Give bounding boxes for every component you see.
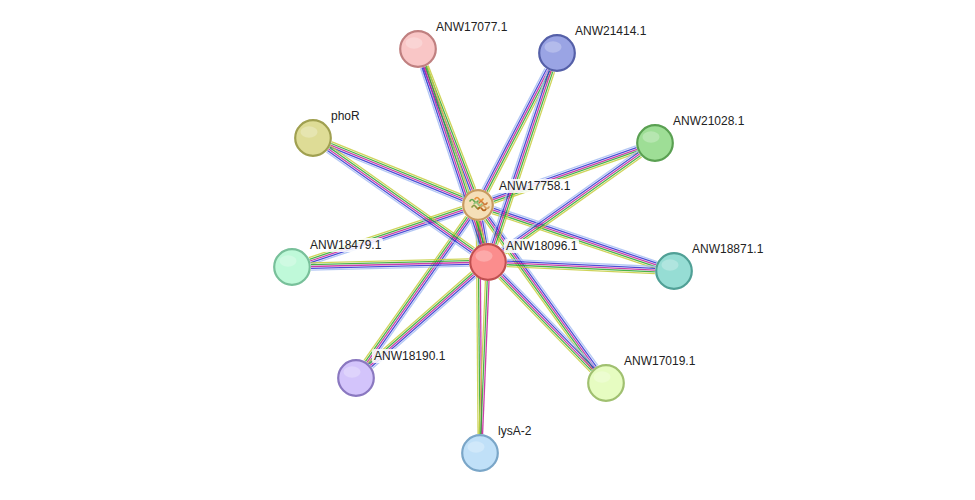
node-circle bbox=[337, 359, 375, 397]
node-circle bbox=[469, 243, 507, 281]
node-circle bbox=[273, 248, 311, 286]
evidence-line bbox=[492, 214, 655, 269]
evidence-line bbox=[489, 72, 552, 193]
node-label: ANW21414.1 bbox=[573, 24, 648, 38]
evidence-line bbox=[502, 153, 638, 250]
interaction-edge bbox=[479, 281, 489, 434]
interaction-edge bbox=[311, 259, 469, 270]
protein-node: ANW18190.1 bbox=[337, 359, 375, 397]
node-circle bbox=[399, 30, 437, 68]
node-label: ANW17019.1 bbox=[622, 354, 697, 368]
evidence-line bbox=[503, 274, 594, 368]
evidence-line bbox=[479, 281, 485, 434]
protein-node: ANW18871.1 bbox=[655, 252, 693, 290]
evidence-line bbox=[500, 277, 591, 371]
evidence-line bbox=[490, 216, 598, 366]
evidence-line bbox=[507, 267, 655, 274]
evidence-line bbox=[329, 149, 473, 251]
node-label: ANW18479.1 bbox=[308, 238, 383, 252]
protein-node: ANW17019.1 bbox=[587, 364, 625, 402]
evidence-line bbox=[499, 278, 590, 372]
evidence-line bbox=[330, 148, 474, 250]
node-circle bbox=[538, 34, 576, 72]
evidence-line bbox=[486, 219, 594, 369]
evidence-line bbox=[332, 142, 465, 196]
evidence-line bbox=[487, 218, 595, 368]
evidence-line bbox=[369, 273, 472, 364]
node-label: ANW17077.1 bbox=[434, 20, 509, 34]
interaction-edge bbox=[484, 216, 597, 370]
protein-node: phoR bbox=[294, 119, 332, 157]
evidence-line bbox=[331, 146, 475, 248]
evidence-line bbox=[492, 146, 636, 196]
interaction-edge bbox=[499, 273, 596, 372]
evidence-line bbox=[491, 70, 548, 243]
evidence-line bbox=[507, 263, 655, 270]
node-circle bbox=[587, 364, 625, 402]
interaction-edge bbox=[501, 151, 641, 254]
evidence-line bbox=[487, 71, 550, 192]
protein-node: ANW17077.1 bbox=[399, 30, 437, 68]
evidence-line bbox=[494, 207, 657, 262]
node-label: ANW17758.1 bbox=[497, 179, 572, 193]
node-circle bbox=[461, 434, 499, 472]
node-label: ANW18190.1 bbox=[372, 349, 447, 363]
evidence-line bbox=[371, 276, 474, 367]
protein-node: ANW17758.1 bbox=[462, 189, 494, 221]
node-circle bbox=[294, 119, 332, 157]
evidence-line bbox=[507, 265, 655, 272]
protein-node: ANW18096.1 bbox=[469, 243, 507, 281]
evidence-line bbox=[501, 151, 637, 248]
evidence-line bbox=[494, 151, 638, 201]
evidence-line bbox=[331, 143, 464, 197]
node-label: phoR bbox=[329, 109, 362, 123]
evidence-line bbox=[373, 277, 476, 368]
evidence-line bbox=[503, 154, 639, 251]
evidence-line bbox=[311, 259, 469, 263]
node-circle bbox=[655, 252, 693, 290]
protein-node: ANW21028.1 bbox=[636, 124, 674, 162]
node-label: ANW21028.1 bbox=[671, 114, 746, 128]
evidence-line bbox=[489, 217, 597, 367]
node-circle bbox=[636, 124, 674, 162]
evidence-line bbox=[368, 272, 471, 363]
node-label: ANW18871.1 bbox=[690, 242, 765, 256]
evidence-line bbox=[501, 276, 592, 370]
node-label: ANW18096.1 bbox=[504, 239, 579, 253]
evidence-line bbox=[370, 275, 473, 366]
protein-node: ANW21414.1 bbox=[538, 34, 576, 72]
evidence-line bbox=[428, 65, 475, 188]
interaction-edge bbox=[368, 272, 476, 368]
evidence-line bbox=[485, 70, 548, 191]
evidence-line bbox=[496, 72, 553, 245]
evidence-line bbox=[492, 70, 549, 243]
protein-node: lysA-2 bbox=[461, 434, 499, 472]
node-label: lysA-2 bbox=[496, 424, 533, 438]
evidence-line bbox=[504, 273, 595, 367]
interaction-edge bbox=[507, 259, 655, 273]
evidence-line bbox=[331, 145, 464, 199]
evidence-line bbox=[505, 155, 641, 252]
protein-node: ANW18479.1 bbox=[273, 248, 311, 286]
node-circle bbox=[462, 189, 494, 221]
